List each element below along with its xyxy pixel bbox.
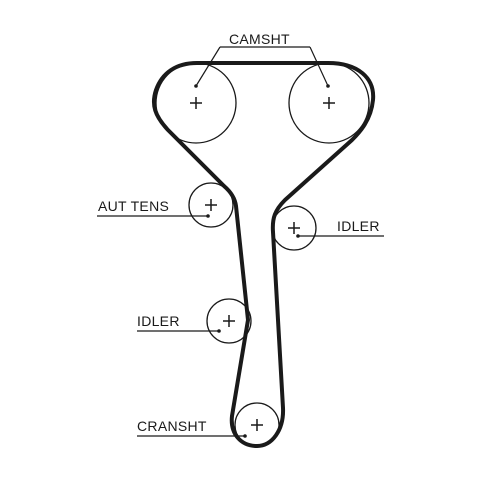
timing-belt [151, 61, 376, 448]
crankshaft-callout: CRANSHT [137, 418, 247, 438]
crankshaft-pulley [234, 402, 280, 448]
center-cross-icon [223, 315, 235, 327]
idler-right-label: IDLER [337, 218, 380, 234]
center-cross-icon [205, 199, 217, 211]
idler-left-label: IDLER [137, 313, 180, 329]
idler-pulley-right [271, 205, 317, 251]
tensioner-label: AUT TENS [98, 198, 169, 214]
camshaft-callout: CAMSHT [194, 31, 330, 88]
center-cross-icon [288, 222, 300, 234]
crankshaft-label: CRANSHT [137, 418, 207, 434]
center-cross-icon [251, 419, 263, 431]
camshaft-label: CAMSHT [229, 31, 290, 47]
idler-left-callout: IDLER [137, 313, 221, 333]
tensioner-pulley [188, 182, 234, 228]
center-cross-icon [323, 97, 335, 109]
camshaft-pulley-left [155, 62, 237, 144]
camshaft-pulley-right [288, 62, 370, 144]
idler-pulley-left [206, 298, 252, 344]
center-cross-icon [190, 97, 202, 109]
tensioner-callout: AUT TENS [97, 198, 210, 218]
idler-right-callout: IDLER [296, 218, 384, 238]
